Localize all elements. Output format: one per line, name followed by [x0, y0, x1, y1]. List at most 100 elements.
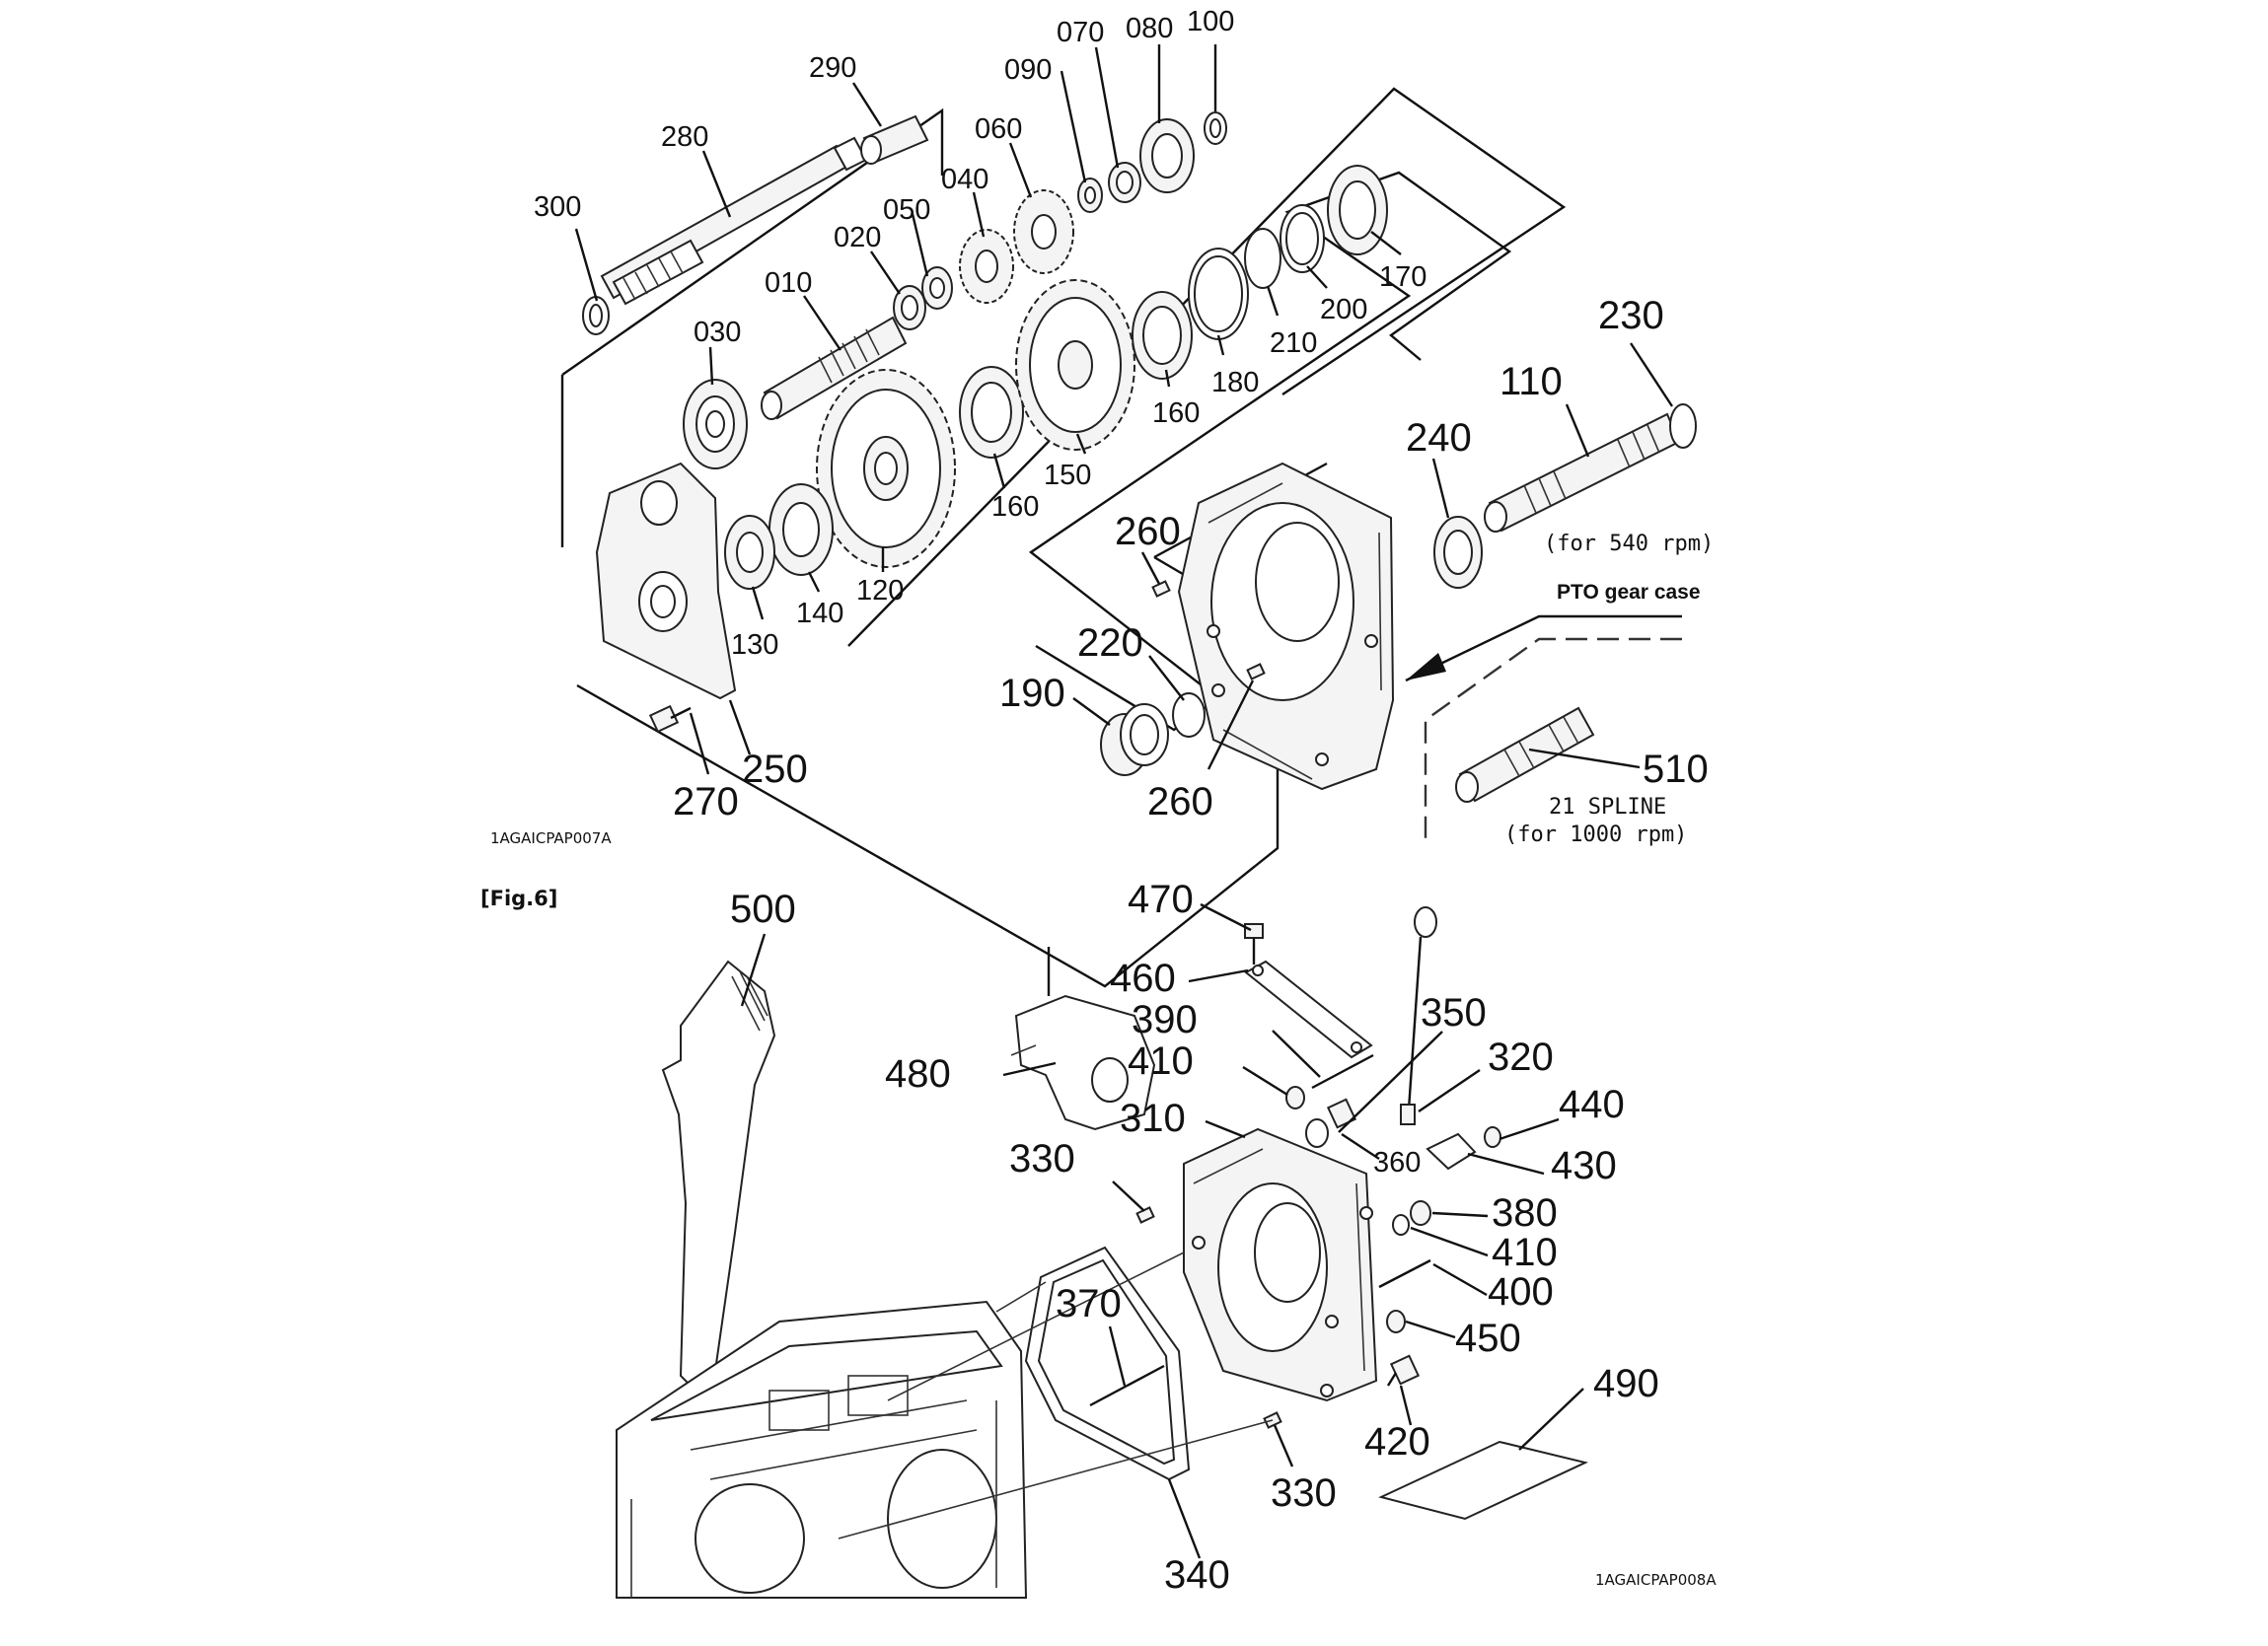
shift-bracket-480 [1010, 947, 1156, 1131]
bearing-030 [683, 379, 748, 469]
circlip-210 [1244, 228, 1281, 289]
pin-260-lower [1246, 663, 1266, 680]
label-260-upper: 260 [1115, 510, 1181, 553]
label-130: 130 [731, 629, 778, 661]
washer-090 [1077, 178, 1103, 213]
label-400: 400 [1488, 1270, 1554, 1314]
bearing-170 [1327, 165, 1388, 255]
label-100: 100 [1187, 6, 1234, 37]
part-labels-bottom: 500 470 460 390 350 480 410 320 440 310 … [730, 878, 1717, 1597]
label-160-upper: 160 [1152, 397, 1200, 429]
part-labels-top: 300 280 290 090 070 080 100 060 040 050 … [490, 6, 1714, 847]
label-440: 440 [1559, 1083, 1625, 1126]
circlip-230 [1669, 403, 1697, 449]
label-360: 360 [1373, 1147, 1421, 1179]
bearing-160-lower [959, 366, 1024, 459]
bearing-160-upper [1132, 291, 1193, 380]
label-490: 490 [1593, 1362, 1659, 1405]
label-370: 370 [1056, 1282, 1122, 1325]
washer-410-lower [1392, 1214, 1410, 1236]
figure-code-top: 1AGAICPAP007A [490, 829, 612, 847]
bearing-140 [768, 483, 834, 576]
label-300: 300 [534, 191, 581, 223]
gear-060 [1013, 189, 1074, 274]
label-350: 350 [1421, 991, 1487, 1035]
nut-410-upper [1285, 1086, 1305, 1109]
plate-460 [1244, 960, 1373, 1059]
label-340: 340 [1164, 1553, 1230, 1597]
label-290: 290 [809, 52, 856, 84]
label-410-lower: 410 [1492, 1231, 1558, 1274]
label-230: 230 [1598, 294, 1664, 337]
bolt-400 [1378, 1258, 1431, 1289]
label-160-lower: 160 [991, 491, 1039, 523]
label-040: 040 [941, 164, 988, 195]
shaft-280 [600, 114, 929, 306]
gasket-500 [661, 960, 776, 1388]
stud-370 [1089, 1364, 1165, 1407]
shim-180 [1188, 248, 1249, 340]
note-540-rpm: (for 540 rpm) [1544, 532, 1714, 556]
leader-lines-top [574, 44, 1674, 775]
label-320: 320 [1488, 1036, 1554, 1079]
label-500: 500 [730, 888, 796, 931]
label-310: 310 [1120, 1097, 1186, 1140]
top-figure: 300 280 290 090 070 080 100 060 040 050 … [490, 6, 1714, 988]
label-030: 030 [694, 317, 741, 348]
fig-label: [Fig.6] [480, 887, 557, 910]
label-330-upper: 330 [1009, 1137, 1075, 1181]
circlip-100 [1204, 111, 1227, 145]
washer-050 [921, 266, 953, 310]
transmission-housing [616, 1300, 1028, 1599]
label-120: 120 [856, 575, 904, 607]
label-260-lower: 260 [1147, 780, 1213, 823]
pto-gear-case [1177, 462, 1395, 791]
figure-code-bottom: 1AGAICPAP008A [1595, 1571, 1717, 1589]
label-380: 380 [1492, 1191, 1558, 1235]
plug-380 [1410, 1200, 1431, 1226]
bearing-130 [724, 515, 775, 590]
bolt-470 [1244, 923, 1264, 965]
cover-plate-250 [595, 462, 737, 700]
seal-190 [1100, 703, 1169, 776]
gear-150 [1015, 279, 1135, 451]
collar-020 [893, 285, 926, 330]
leader-lines-bottom [740, 902, 1584, 1559]
label-150: 150 [1044, 460, 1091, 491]
label-240: 240 [1406, 416, 1472, 460]
label-200: 200 [1320, 294, 1367, 325]
label-090: 090 [1004, 54, 1052, 86]
label-470: 470 [1128, 878, 1194, 921]
gear-120 [816, 369, 956, 568]
plug-450 [1386, 1310, 1406, 1333]
label-050: 050 [883, 194, 930, 226]
pto-gear-case-label: PTO gear case [1557, 581, 1701, 604]
pto-shaft-110 [1484, 412, 1681, 533]
bolt-390 [1311, 1053, 1374, 1090]
bolt-440 [1484, 1126, 1501, 1148]
label-060: 060 [975, 113, 1022, 145]
shaft-010 [761, 316, 908, 420]
label-450: 450 [1455, 1317, 1521, 1360]
sheet-490 [1378, 1440, 1589, 1521]
note-21-spline: 21 SPLINE [1549, 795, 1666, 820]
pin-330-upper [1135, 1206, 1155, 1224]
label-280: 280 [661, 121, 708, 153]
label-210: 210 [1270, 327, 1317, 359]
pin-260-upper [1151, 580, 1171, 598]
label-080: 080 [1126, 13, 1173, 44]
gasket-340 [1024, 1246, 1191, 1481]
collar-070 [1108, 162, 1141, 203]
bearing-080 [1139, 118, 1195, 193]
label-480: 480 [885, 1052, 951, 1096]
o-ring-220 [1172, 692, 1206, 738]
gear-040 [959, 229, 1014, 304]
label-270: 270 [673, 780, 739, 823]
label-180: 180 [1211, 367, 1259, 398]
label-020: 020 [834, 222, 881, 253]
label-430: 430 [1551, 1144, 1617, 1187]
label-140: 140 [796, 598, 843, 629]
label-220: 220 [1077, 621, 1143, 665]
note-1000-rpm: (for 1000 rpm) [1504, 823, 1687, 847]
